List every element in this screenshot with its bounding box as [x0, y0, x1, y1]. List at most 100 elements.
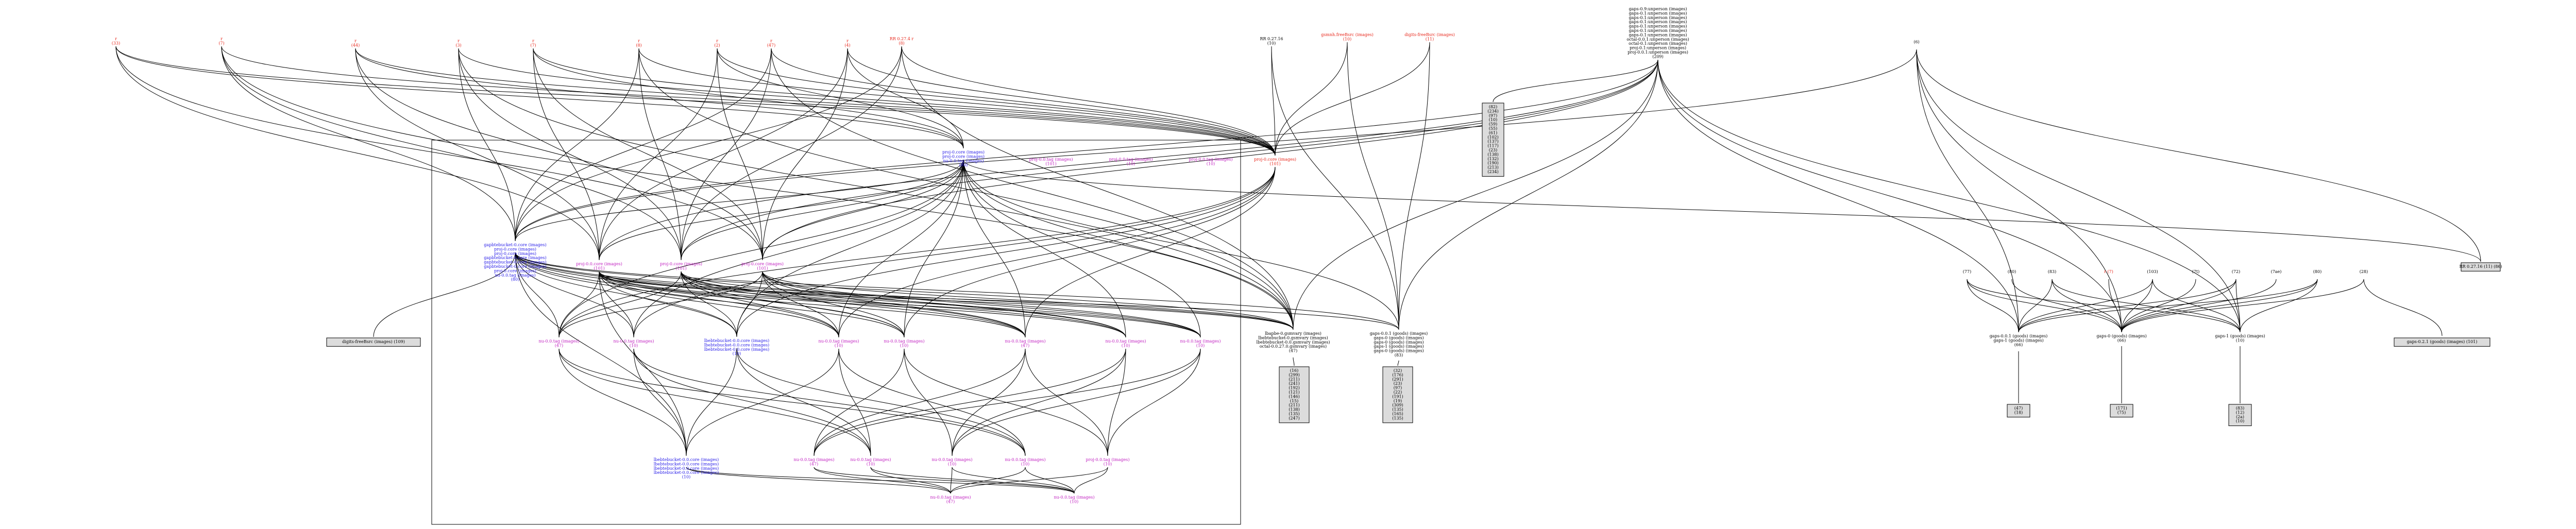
edge	[1398, 59, 1658, 330]
node-label: r	[457, 39, 460, 43]
edge	[771, 48, 1276, 156]
edge	[2121, 279, 2318, 333]
node-label: proj-0.core (images)	[494, 251, 536, 256]
edge	[963, 159, 1399, 330]
node-label: (209)	[1652, 54, 1664, 59]
node-label: gaps-1 (goods) (images)	[1993, 338, 2043, 343]
box-frame	[2007, 404, 2030, 418]
edge	[633, 166, 1276, 338]
box-line: (299)	[1289, 372, 1300, 377]
node-label: (103)	[2147, 269, 2158, 274]
node-q3: (83)	[2048, 269, 2056, 274]
node-label: (10)	[1267, 41, 1276, 45]
node-label: r	[638, 39, 640, 43]
node-label: proj-0.0.tag (images)	[1086, 457, 1130, 462]
edge	[2240, 279, 2318, 333]
edge	[1025, 166, 1276, 338]
edge	[533, 48, 600, 261]
node-label: gaps-0.1:unperson (images)	[1629, 15, 1687, 20]
box-line: (241)	[1289, 381, 1300, 386]
node-label: (66)	[2014, 343, 2023, 347]
edge	[717, 48, 1276, 156]
edge	[1347, 42, 1399, 330]
node-m17: nu-0.0.tag (images)(10)	[1005, 457, 1045, 466]
edge	[355, 48, 964, 149]
node-label: (44)	[351, 43, 360, 47]
box-line: (97)	[1489, 113, 1497, 118]
box-line: (135)	[1289, 412, 1300, 416]
edge	[558, 271, 600, 338]
edge	[515, 59, 1658, 242]
node-label: proj-0.0.tag (images)	[1189, 157, 1233, 162]
node-m12: nu-0.0.tag (images)(10)	[1105, 339, 1146, 348]
node-label: nu-0.0.tag (images)	[538, 339, 579, 344]
edge	[599, 271, 687, 456]
node-label: lbebtebucket-0.0.core (images)	[704, 343, 770, 347]
edge	[838, 159, 964, 338]
node-label: gaps-0.9:unperson (images)	[1629, 7, 1687, 11]
node-label: (47)	[767, 43, 775, 47]
edge	[952, 467, 1075, 494]
node-label: (4)	[844, 43, 850, 47]
top-list-box: (82)(234)(97)(10)(59)(55)(61)(102)(137)(…	[1482, 103, 1504, 177]
box-line: (211)	[1289, 377, 1300, 382]
node-label: (7t)	[2192, 269, 2200, 274]
node-label: gapbtebucket-0.core (images)	[484, 243, 546, 247]
node-label: r	[115, 37, 117, 41]
edge	[686, 348, 737, 456]
node-t6: r(8)	[636, 39, 641, 47]
box-line: (190)	[1487, 161, 1499, 165]
edge	[373, 252, 516, 337]
node-b4: lbebtebucket-0.0.core (images)lbebtebuck…	[654, 457, 719, 480]
edge	[558, 159, 964, 338]
edge	[458, 48, 1276, 156]
box-line: (234)	[1487, 169, 1499, 174]
edge	[1657, 59, 2019, 333]
box-line: (18)	[2014, 410, 2023, 415]
box-line: (165)	[1392, 412, 1403, 416]
right-box-far: gaps-0.2.1 (goods) (images) (101)	[2394, 337, 2490, 347]
node-label: (80)	[959, 163, 968, 167]
box-line: (146)	[1289, 394, 1300, 399]
node-label: gaps-0 (goods) (images)	[1374, 335, 1423, 340]
edge	[221, 46, 682, 261]
node-h3: gaps-1 (goods) (images)(10)	[2215, 334, 2265, 343]
node-m13: nu-0.0.tag (images)(10)	[1180, 339, 1221, 348]
node-b1: proj-0.core (images)proj-0.core (images)…	[942, 150, 985, 167]
node-label: proj-0.core (images)	[741, 262, 784, 266]
edge	[847, 48, 964, 149]
node-label: nu-0.0.tag (images)	[930, 495, 971, 500]
node-label: (47)	[555, 343, 563, 348]
node-label: (10)	[948, 462, 956, 466]
edge	[1967, 279, 2019, 333]
node-t13: digits-freeBsrc (images)(11)	[1404, 32, 1455, 41]
node-label: (47)	[810, 462, 818, 466]
node-label: lbebtebucket-0.0.core (images)	[654, 470, 719, 475]
node-q1: (77)	[1963, 269, 1971, 274]
node-label: (8)	[899, 41, 904, 45]
edge	[533, 48, 1276, 156]
edge	[717, 48, 763, 261]
edge	[1967, 279, 2241, 333]
node-m4: proj-0.0.core (images)(101)	[576, 262, 622, 270]
edge	[1493, 59, 1658, 103]
node-label: (66)	[2117, 338, 2126, 343]
edge	[870, 467, 1075, 494]
box-line: gaps-0.2.1 (goods) (images) (101)	[2407, 339, 2478, 344]
node-label: (101)	[1269, 161, 1281, 166]
node-m16: nu-0.0.tag (images)(10)	[931, 457, 972, 466]
node-label: lbebtebucket-0.gsmvary (images)	[1258, 335, 1328, 340]
edge	[515, 48, 772, 242]
edge	[515, 252, 737, 337]
node-label: (2)	[714, 43, 720, 47]
node-label: nu-0.0.tag (images)	[884, 339, 924, 344]
node-label: proj-0.core (images)	[942, 154, 985, 159]
node-label: lbebtebucket-0.0.core (images)	[654, 466, 719, 471]
node-label: nu-0.0.tag (images)	[495, 273, 535, 278]
right-small-box-3: (83)(12)(2a)(10)	[2228, 404, 2252, 426]
edge	[762, 271, 1201, 338]
node-label: octal-0.0.1:unperson (images)	[1626, 37, 1689, 42]
node-label: (10)	[1070, 499, 1078, 504]
node-label: nu-0.0.tag (images)	[1105, 339, 1146, 344]
edge	[515, 252, 1026, 338]
